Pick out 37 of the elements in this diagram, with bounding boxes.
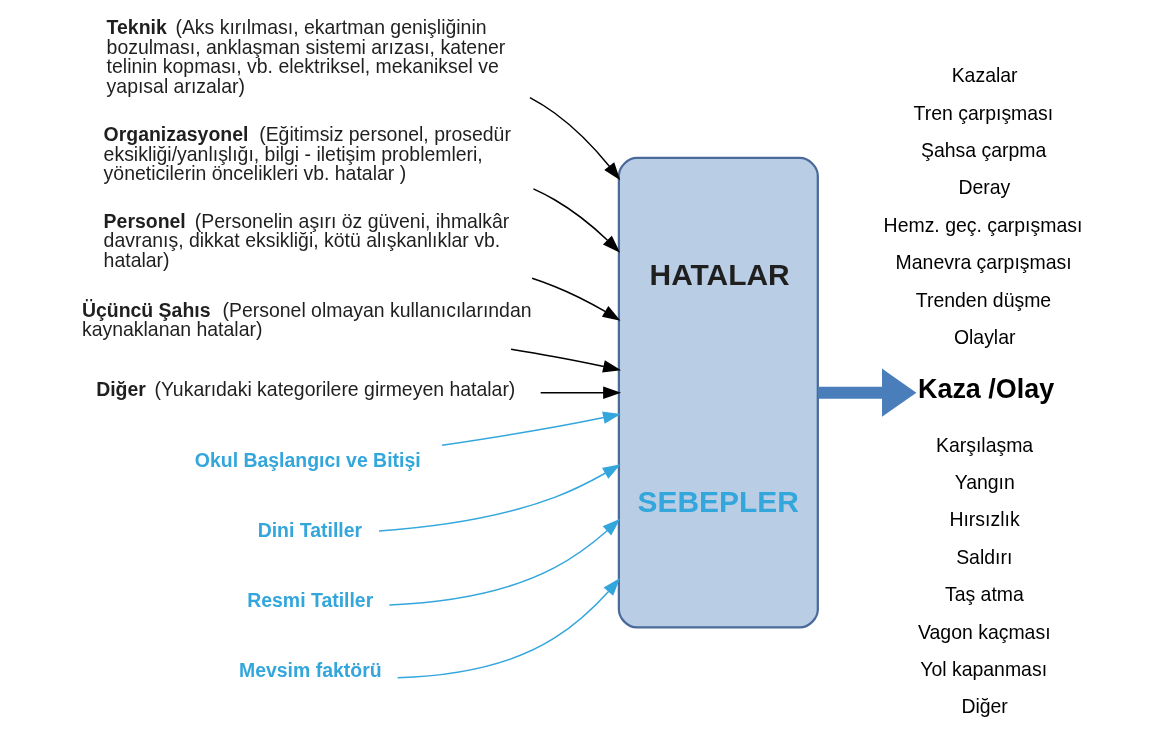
label: Yol kapanması: [919, 657, 1047, 680]
label: Karşılaşma: [935, 433, 1033, 456]
label: Olaylar: [953, 325, 1015, 348]
label: Şahsa çarpma: [920, 138, 1046, 161]
node-text: Personel (Personelin aşırı öz güveni, ihmalkâr davranış, dikkat eksikliği, kötü alışkanlıklar vb. hatalar): [103, 210, 509, 271]
label: Saldırı: [955, 545, 1012, 568]
arrow: [388, 518, 620, 606]
arrow: [817, 368, 916, 417]
arrow: [532, 188, 620, 253]
label: Taş atma: [944, 583, 1024, 606]
arrow: [396, 578, 620, 679]
arrow: [528, 96, 620, 181]
arrow: [530, 277, 620, 321]
label: Hırsızlık: [948, 508, 1020, 531]
label: Diğer: [960, 695, 1008, 718]
node-text: Okul Başlangıcı ve Bitişi: [194, 448, 421, 471]
label: Tren çarpışması: [913, 101, 1053, 124]
node-text: Mevsim faktörü: [238, 659, 382, 682]
arrow: [440, 411, 621, 447]
label: Manevra çarpışması: [895, 251, 1072, 274]
arrow: [377, 464, 621, 532]
node-text: Organizasyonel (Eğitimsiz personel, prosedür eksikliği/yanlışlığı, bilgi - iletişim problemleri, yöneticilerin öncelikleri vb. hatalar ): [103, 123, 511, 185]
node-text: Kaza /Olay: [917, 373, 1054, 404]
label: Kazalar: [951, 64, 1018, 87]
label: Deray: [957, 176, 1010, 199]
node-box: HATALAR SEBEPLER: [617, 156, 819, 629]
node-text: Teknik (Aks kırılması, ekartman genişliğinin bozulması, anklaşman sistemi arızası, katener telinin kopması, vb. elektriksel, mekaniksel ve yapısal arızalar): [106, 16, 505, 97]
node-text: Üçüncü Şahıs (Personel olmayan kullanıcılarından kaynaklanan hatalar): [81, 298, 532, 341]
node-text: Dini Tatiller: [257, 518, 362, 541]
arrow: [539, 386, 621, 399]
arrow: [509, 348, 621, 373]
node-text: Resmi Tatiller: [246, 589, 373, 612]
label: Yangın: [954, 470, 1015, 493]
label: Hemz. geç. çarpışması: [883, 213, 1082, 236]
label: Vagon kaçması: [917, 620, 1051, 643]
node-text: Diğer (Yukarıdaki kategorilere girmeyen hatalar): [95, 378, 515, 401]
label: Trenden düşme: [915, 288, 1051, 311]
